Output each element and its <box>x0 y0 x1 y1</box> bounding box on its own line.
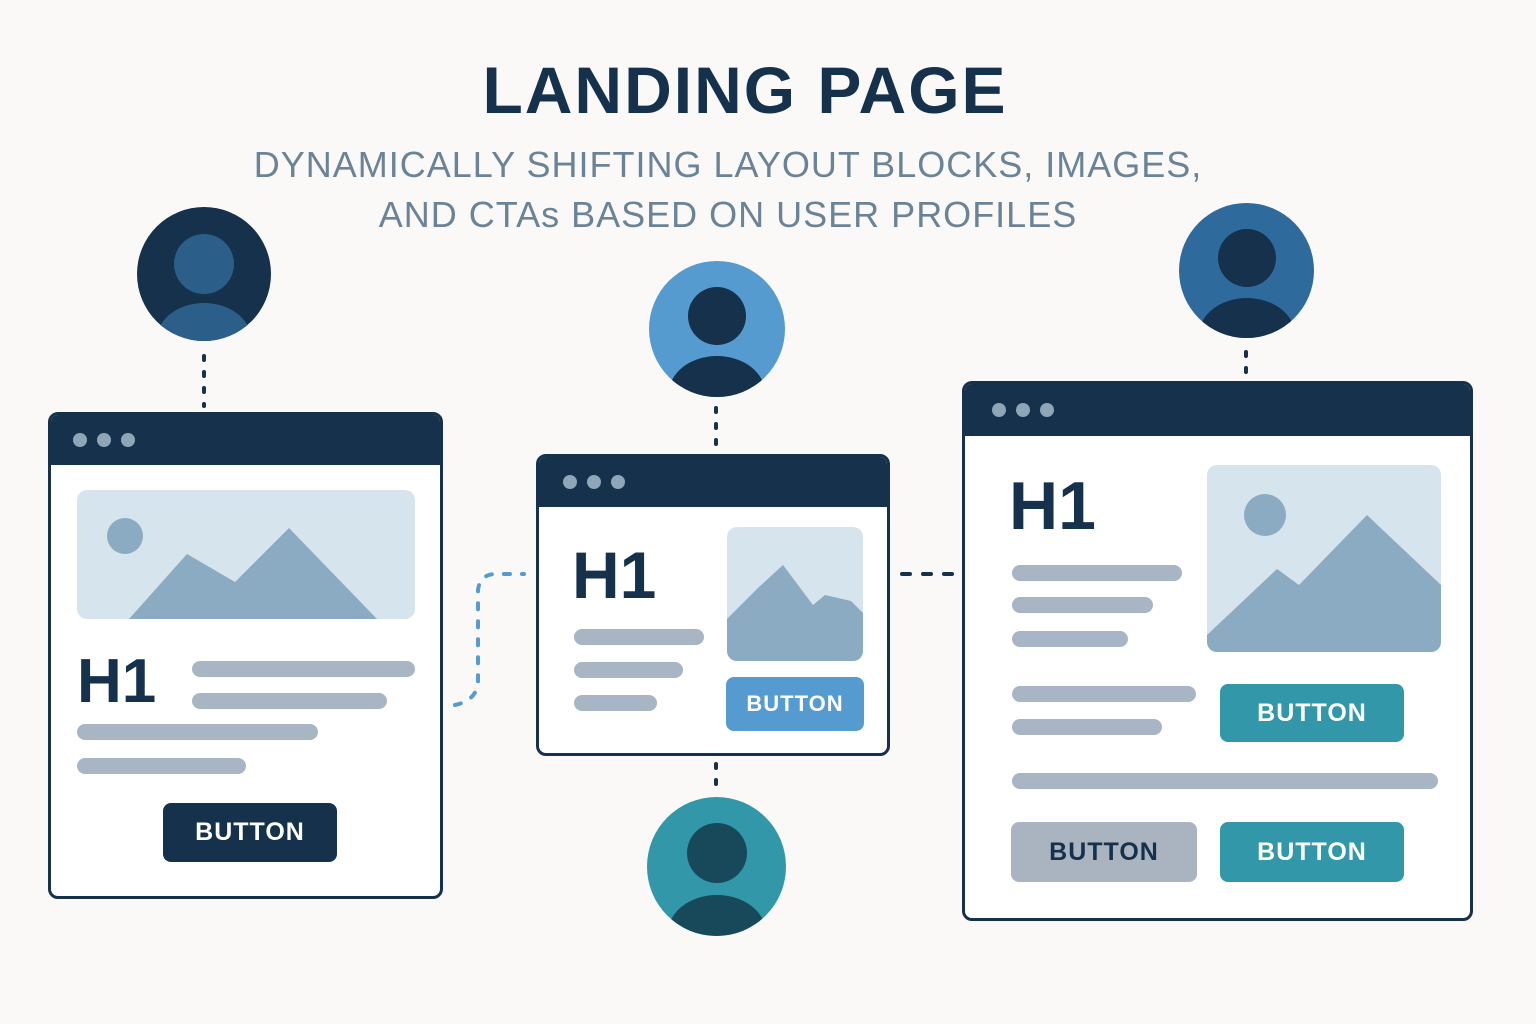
browser-window-left: H1 BUTTON <box>48 412 443 899</box>
text-line-placeholder <box>1012 565 1182 581</box>
browser-window-right: H1 BUTTON BUTTON BUTTON <box>962 381 1473 921</box>
text-line-placeholder <box>77 758 246 774</box>
cta-button[interactable]: BUTTON <box>163 803 337 862</box>
user-icon <box>649 261 785 397</box>
user-avatar-3 <box>1179 203 1314 338</box>
text-line-placeholder <box>192 693 387 709</box>
window-dot-icon <box>97 433 111 447</box>
window-dot-icon <box>992 403 1006 417</box>
user-icon <box>1179 203 1314 338</box>
user-icon <box>647 797 786 936</box>
image-icon <box>107 518 377 619</box>
image-icon <box>1207 494 1441 652</box>
connector-left-center <box>453 572 526 707</box>
heading-h1: H1 <box>1009 468 1096 544</box>
text-line-placeholder <box>1012 719 1162 735</box>
text-line-placeholder <box>574 695 657 711</box>
window-dot-icon <box>563 475 577 489</box>
cta-button[interactable]: BUTTON <box>726 677 864 731</box>
text-line-placeholder <box>574 662 683 678</box>
window-titlebar <box>965 384 1470 436</box>
subtitle-line-2: AND CTAs BASED ON USER PROFILES <box>378 194 1078 235</box>
window-dot-icon <box>587 475 601 489</box>
text-line-placeholder <box>574 629 704 645</box>
text-line-placeholder <box>192 661 415 677</box>
page-subtitle: DYNAMICALLY SHIFTING LAYOUT BLOCKS, IMAG… <box>0 140 1456 240</box>
window-titlebar <box>539 457 887 507</box>
window-dot-icon <box>73 433 87 447</box>
text-line-placeholder <box>1012 686 1196 702</box>
user-avatar-4 <box>647 797 786 936</box>
user-icon <box>137 207 271 341</box>
user-avatar-2 <box>649 261 785 397</box>
browser-window-center: H1 BUTTON <box>536 454 890 756</box>
image-placeholder <box>1207 465 1441 652</box>
window-dot-icon <box>611 475 625 489</box>
user-avatar-1 <box>137 207 271 341</box>
window-dot-icon <box>1040 403 1054 417</box>
window-titlebar <box>51 415 440 465</box>
image-placeholder <box>727 527 863 661</box>
subtitle-line-1: DYNAMICALLY SHIFTING LAYOUT BLOCKS, IMAG… <box>253 144 1203 185</box>
page-title: LANDING PAGE <box>482 53 1008 127</box>
text-line-placeholder <box>1012 631 1128 647</box>
cta-button-secondary[interactable]: BUTTON <box>1011 822 1197 882</box>
image-icon <box>727 565 863 661</box>
cta-button-primary[interactable]: BUTTON <box>1220 684 1404 742</box>
window-dot-icon <box>121 433 135 447</box>
image-placeholder <box>77 490 415 619</box>
text-line-placeholder <box>77 724 318 740</box>
heading-h1: H1 <box>572 538 657 612</box>
cta-button-tertiary[interactable]: BUTTON <box>1220 822 1404 882</box>
text-line-placeholder <box>1012 597 1153 613</box>
window-dot-icon <box>1016 403 1030 417</box>
text-line-placeholder <box>1012 773 1438 789</box>
heading-h1: H1 <box>77 647 157 716</box>
